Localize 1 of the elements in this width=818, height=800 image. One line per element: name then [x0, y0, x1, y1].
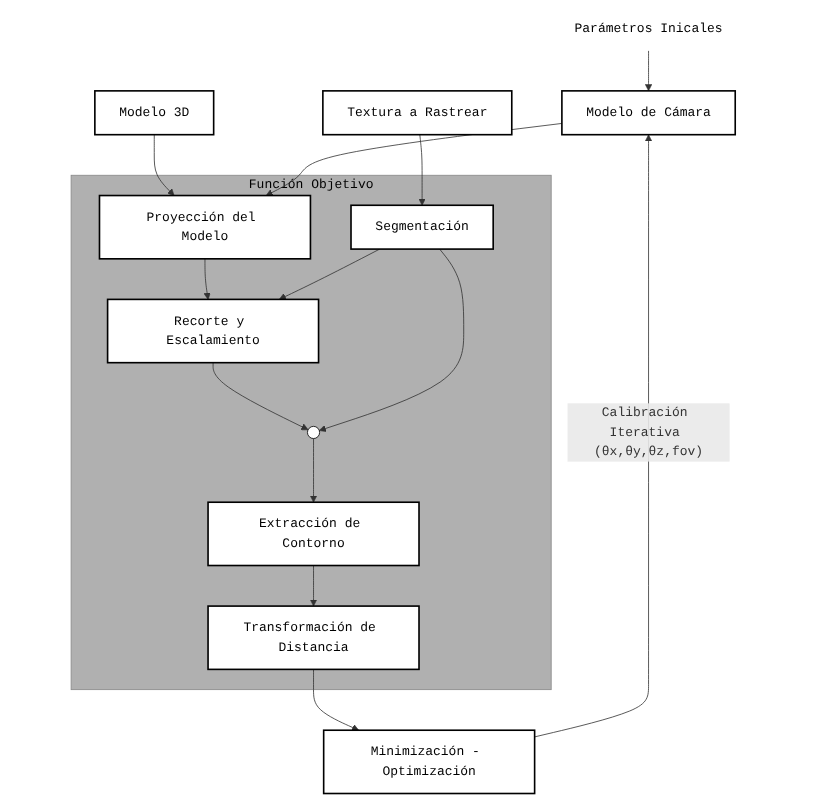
node-circle [307, 425, 321, 439]
